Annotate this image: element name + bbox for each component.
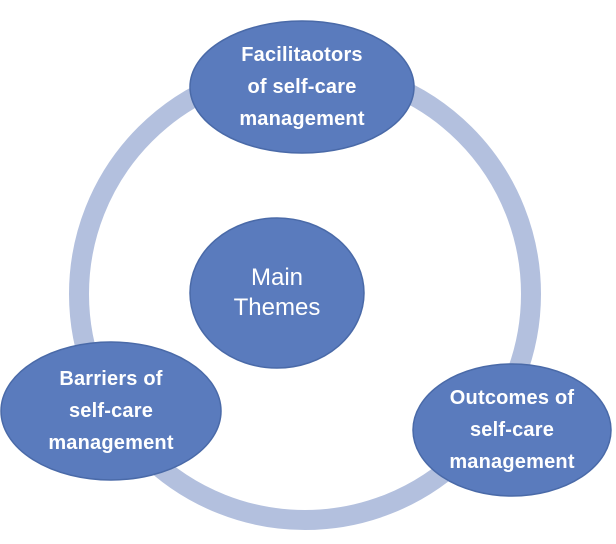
node-label-line: of self-care bbox=[247, 76, 357, 98]
node-barriers: Barriers of self-care management bbox=[1, 342, 221, 480]
node-main-themes: Main Themes bbox=[190, 218, 364, 368]
node-outcomes: Outcomes of self-care management bbox=[413, 364, 611, 496]
node-right-shape bbox=[412, 363, 612, 497]
center-label-line: Themes bbox=[233, 294, 321, 321]
node-label-line: Barriers of bbox=[59, 368, 163, 390]
center-label-line: Main bbox=[250, 264, 304, 291]
node-top-shape bbox=[189, 20, 415, 154]
node-label-line: management bbox=[48, 432, 174, 454]
node-label-line: management bbox=[449, 451, 575, 473]
node-center-shape bbox=[189, 217, 365, 369]
node-label-line: Outcomes of bbox=[449, 387, 575, 409]
node-facilitators: Facilitaotors of self-care management bbox=[190, 21, 414, 153]
node-left-shape bbox=[0, 341, 222, 481]
node-label-line: Facilitaotors bbox=[241, 44, 363, 66]
node-label-line: self-care bbox=[469, 419, 555, 441]
node-label-line: self-care bbox=[68, 400, 154, 422]
node-label-line: management bbox=[239, 108, 365, 130]
